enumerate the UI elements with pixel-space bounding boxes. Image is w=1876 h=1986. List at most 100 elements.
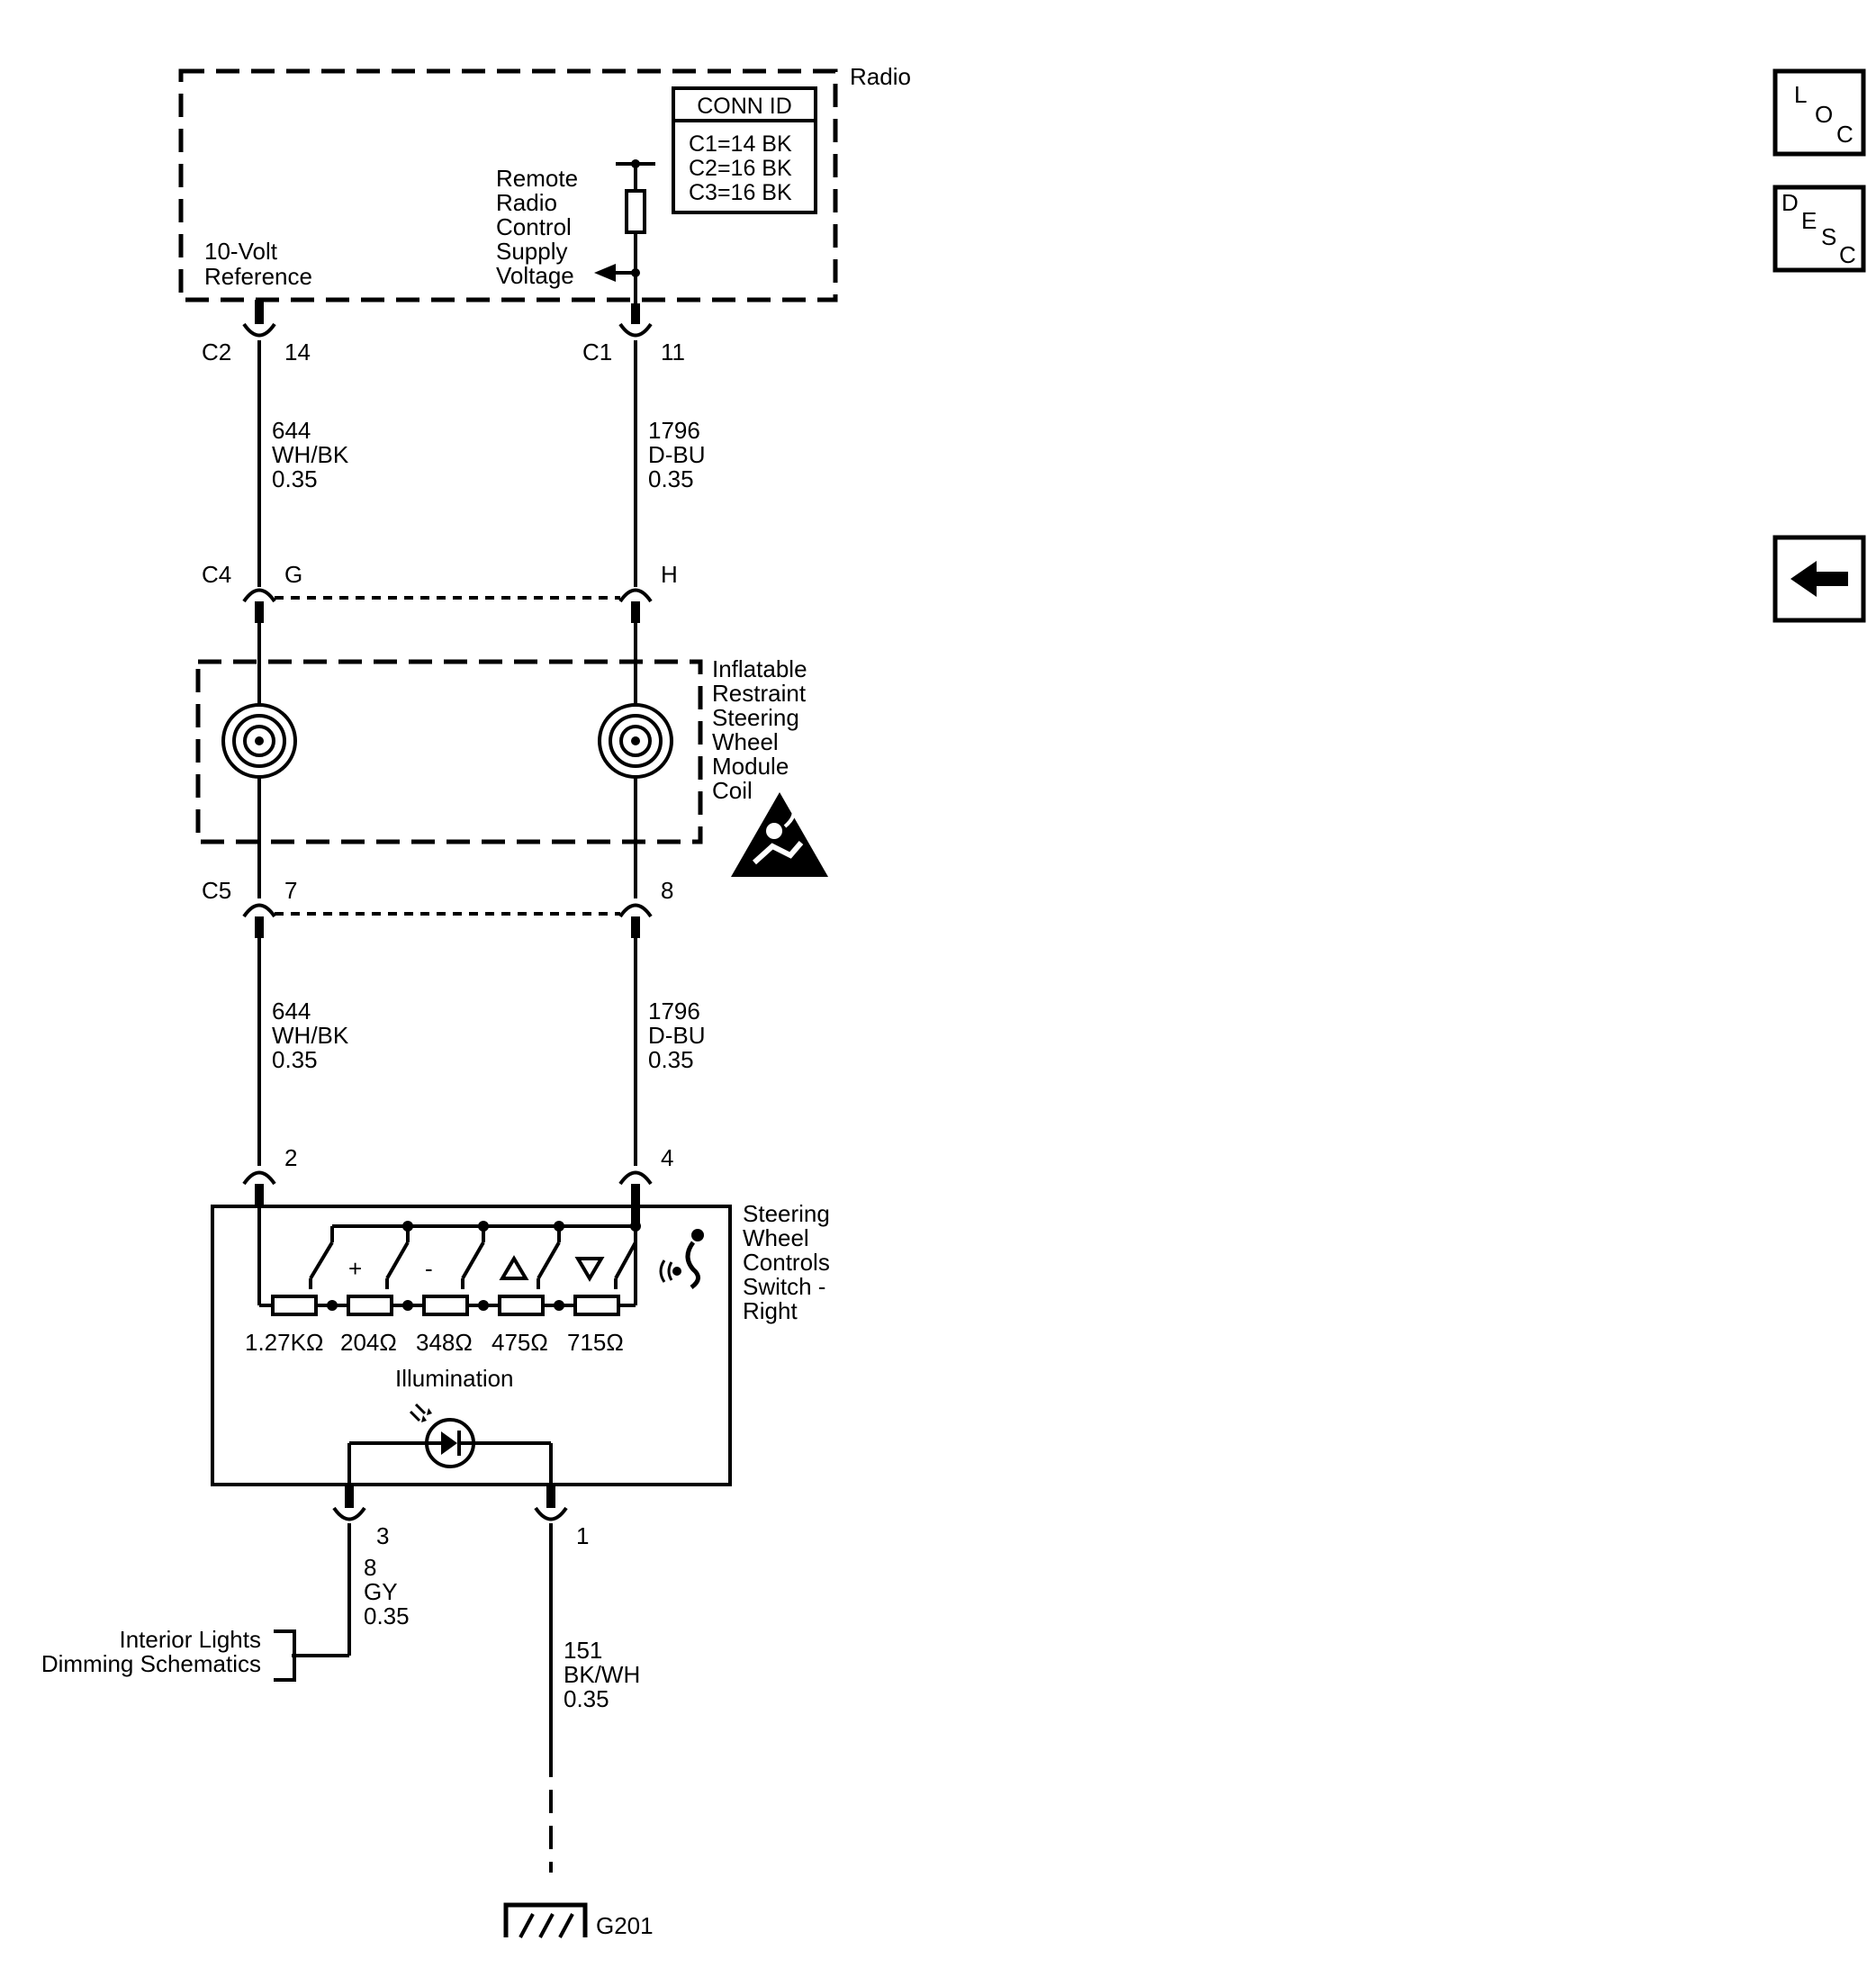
coil-module-outline <box>195 659 703 844</box>
svg-text:Switch -: Switch - <box>743 1273 825 1300</box>
wire-label: 8 GY 0.35 <box>364 1554 410 1629</box>
svg-text:Radio: Radio <box>496 189 557 216</box>
connector-pin: H <box>661 561 678 588</box>
svg-text:Dimming Schematics: Dimming Schematics <box>41 1650 261 1677</box>
radio-outline <box>178 68 838 302</box>
radio-title: Radio <box>850 63 911 90</box>
illumination-circuit <box>347 1403 553 1486</box>
conn-id-line: C2=16 BK <box>689 156 792 181</box>
connector-female-icon <box>242 322 276 338</box>
wire-label: 644 WH/BK 0.35 <box>272 417 349 492</box>
svg-text:1796: 1796 <box>648 998 700 1025</box>
connector-pin: G <box>284 561 302 588</box>
svg-text:Restraint: Restraint <box>712 680 807 707</box>
svg-text:1796: 1796 <box>648 417 700 444</box>
svg-text:Right: Right <box>743 1297 798 1324</box>
svg-text:1.27KΩ: 1.27KΩ <box>245 1329 323 1356</box>
switch-outline <box>211 1205 732 1486</box>
connector-male-icon <box>618 588 653 603</box>
connector-c2: C2 <box>202 339 231 366</box>
svg-text:WH/BK: WH/BK <box>272 441 349 468</box>
volume-down-symbol: - <box>425 1255 433 1282</box>
svg-text:715Ω: 715Ω <box>567 1329 624 1356</box>
supply-resistor-circuit <box>594 159 655 303</box>
left-circuit <box>242 300 276 1205</box>
svg-text:Wheel: Wheel <box>743 1224 809 1251</box>
description-button[interactable]: D E S C <box>1772 185 1866 273</box>
svg-text:Wheel: Wheel <box>712 728 779 755</box>
connector-pin: 1 <box>576 1522 589 1549</box>
resistor-ladder <box>257 1205 637 1316</box>
connector-female-icon <box>332 1506 366 1521</box>
interior-lights-reference[interactable]: Interior Lights Dimming Schematics <box>41 1626 296 1682</box>
resistor-icon <box>347 1295 393 1316</box>
illumination-label: Illumination <box>395 1365 514 1392</box>
svg-text:475Ω: 475Ω <box>492 1329 548 1356</box>
volume-up-symbol: + <box>348 1255 362 1282</box>
svg-text:C: C <box>1836 121 1853 148</box>
svg-text:0.35: 0.35 <box>648 465 694 492</box>
radio-module: Radio CONN ID C1=14 BK C2=16 BK C3=16 BK… <box>178 63 911 303</box>
svg-text:0.35: 0.35 <box>648 1046 694 1073</box>
svg-text:644: 644 <box>272 998 311 1025</box>
svg-text:S: S <box>1821 223 1836 250</box>
svg-text:Module: Module <box>712 753 789 780</box>
svg-text:D: D <box>1781 189 1799 216</box>
svg-text:Reference: Reference <box>204 263 312 290</box>
connector-female-icon <box>618 322 653 338</box>
svg-text:O: O <box>1815 101 1833 128</box>
resistor-icon <box>625 189 646 234</box>
ground-label: G201 <box>596 1912 654 1939</box>
connector-pin: 8 <box>661 877 673 904</box>
svg-text:E: E <box>1801 207 1817 234</box>
svg-text:10-Volt: 10-Volt <box>204 238 278 265</box>
svg-text:8: 8 <box>364 1554 376 1581</box>
svg-text:0.35: 0.35 <box>272 1046 318 1073</box>
seek-up-icon <box>499 1255 529 1280</box>
connector-pin: 7 <box>284 877 297 904</box>
svg-text:Supply: Supply <box>496 238 568 265</box>
connector-male-icon <box>242 903 276 918</box>
switch-label: Steering Wheel Controls Switch - Right <box>743 1200 830 1324</box>
connector-pin: 2 <box>284 1144 297 1171</box>
wire-label: 151 BK/WH 0.35 <box>564 1637 640 1712</box>
clockspring-icon <box>598 703 673 779</box>
connector-male-icon <box>242 1170 276 1186</box>
wire-label: 1796 D-BU 0.35 <box>648 998 706 1073</box>
svg-text:151: 151 <box>564 1637 602 1664</box>
svg-text:0.35: 0.35 <box>364 1602 410 1629</box>
resistor-values: 1.27KΩ 204Ω 348Ω 475Ω 715Ω <box>245 1329 624 1356</box>
svg-text:D-BU: D-BU <box>648 1022 706 1049</box>
conn-id-box: CONN ID C1=14 BK C2=16 BK C3=16 BK <box>672 86 817 214</box>
conn-id-line: C3=16 BK <box>689 180 792 205</box>
svg-text:D-BU: D-BU <box>648 441 706 468</box>
location-button[interactable]: L O C <box>1772 68 1866 157</box>
coil-module: Inflatable Restraint Steering Wheel Modu… <box>195 655 828 877</box>
supply-voltage-label: Remote Radio Control Supply Voltage <box>496 165 578 289</box>
svg-text:GY: GY <box>364 1578 398 1605</box>
resistor-icon <box>573 1295 620 1316</box>
wire-label: 1796 D-BU 0.35 <box>648 417 706 492</box>
resistor-icon <box>422 1295 469 1316</box>
voice-control-icon <box>659 1229 704 1290</box>
svg-text:Inflatable: Inflatable <box>712 655 807 682</box>
back-arrow-icon <box>1790 561 1848 597</box>
arrow-icon <box>594 264 616 282</box>
svg-text:Controls: Controls <box>743 1249 830 1276</box>
illumination-wire <box>292 1485 366 1657</box>
svg-text:Coil: Coil <box>712 777 753 804</box>
conn-id-line: C1=14 BK <box>689 131 792 157</box>
svg-text:BK/WH: BK/WH <box>564 1661 640 1688</box>
coil-module-label: Inflatable Restraint Steering Wheel Modu… <box>712 655 807 804</box>
connector-male-icon <box>618 903 653 918</box>
svg-text:Remote: Remote <box>496 165 578 192</box>
back-button[interactable] <box>1772 535 1866 623</box>
conn-id-header: CONN ID <box>697 94 792 119</box>
svg-text:0.35: 0.35 <box>564 1685 609 1712</box>
connector-pin: 14 <box>284 339 311 366</box>
svg-text:Steering: Steering <box>712 704 799 731</box>
resistor-icon <box>498 1295 545 1316</box>
resistor-icon <box>271 1295 318 1316</box>
led-icon <box>409 1403 475 1468</box>
